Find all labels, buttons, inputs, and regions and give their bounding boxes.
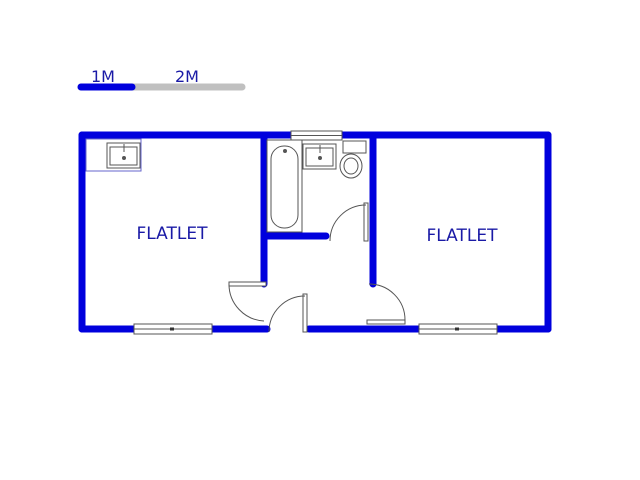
window-icon	[133, 323, 213, 335]
room-label-left: FLATLET	[137, 224, 209, 244]
room-label-right: FLATLET	[427, 226, 499, 246]
windows	[133, 130, 498, 335]
doors	[228, 202, 406, 333]
scale-label-2m: 2M	[175, 67, 199, 86]
window-icon	[418, 323, 498, 335]
door-swing-icon	[268, 293, 308, 333]
fixtures	[85, 138, 367, 233]
door-swing-icon	[366, 283, 406, 325]
scale-bar: 1M 2M	[77, 67, 246, 91]
scale-label-1m: 1M	[91, 67, 115, 86]
door-swing-icon	[329, 202, 369, 242]
bathtub-icon	[266, 139, 303, 233]
door-swing-icon	[228, 281, 267, 322]
sink-icon	[85, 138, 142, 172]
sink-icon	[302, 143, 337, 170]
window-icon	[290, 130, 343, 141]
toilet-icon	[339, 140, 367, 179]
